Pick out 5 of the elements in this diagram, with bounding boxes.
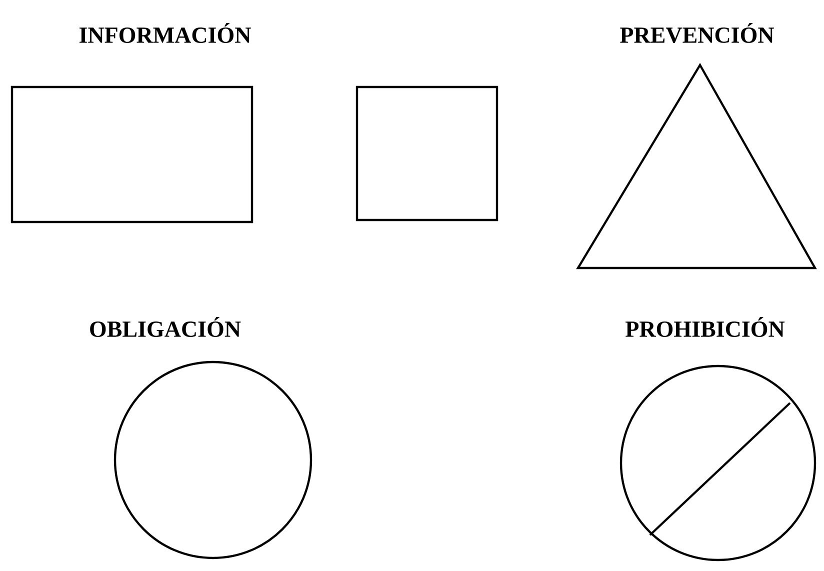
rectangle-sign (10, 86, 254, 224)
sign-heading: PROHIBICIÓN (626, 317, 785, 337)
rectangle-sign (356, 86, 498, 222)
prohibition-sign (620, 364, 816, 562)
circle-sign (114, 360, 312, 560)
